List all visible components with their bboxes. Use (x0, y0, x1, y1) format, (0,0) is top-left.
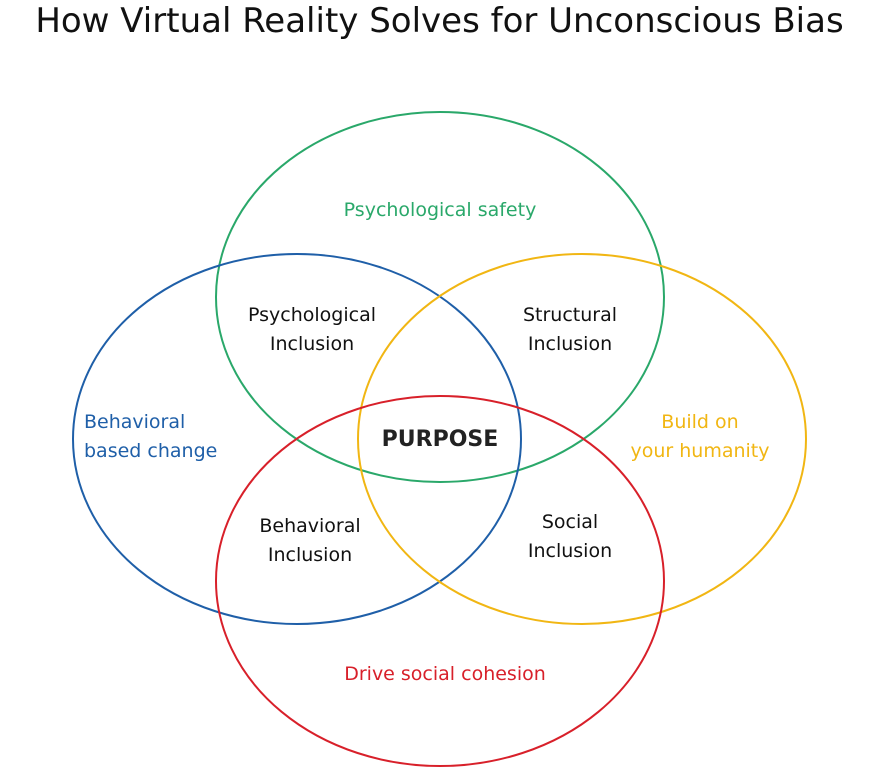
social-inclusion-line1: Social (541, 511, 599, 533)
structural-inclusion-line1: Structural (522, 304, 618, 326)
label-psychological-inclusion: Psychological Inclusion (222, 301, 402, 359)
label-purpose: PURPOSE (340, 425, 540, 454)
label-behavioral-inclusion: Behavioral Inclusion (220, 512, 400, 570)
label-drive-social-cohesion-text: Drive social cohesion (344, 663, 546, 685)
label-build-on-line1: Build on (661, 411, 739, 433)
label-behavioral-based-change: Behavioral based change (84, 408, 244, 466)
psychological-inclusion-line1: Psychological (248, 304, 376, 326)
label-psychological-safety-text: Psychological safety (343, 199, 537, 221)
psychological-inclusion-line2: Inclusion (269, 333, 355, 355)
circle-psychological-safety (215, 111, 665, 483)
diagram-title: How Virtual Reality Solves for Unconscio… (35, 1, 844, 41)
label-build-on-your-humanity: Build on your humanity (620, 408, 780, 466)
label-behavioral-line2: based change (84, 440, 218, 462)
behavioral-inclusion-line1: Behavioral (259, 515, 361, 537)
circle-drive-social-cohesion (215, 395, 665, 767)
label-structural-inclusion: Structural Inclusion (480, 301, 660, 359)
circle-behavioral-based-change (72, 253, 522, 625)
label-social-inclusion: Social Inclusion (480, 508, 660, 566)
label-build-on-line2: your humanity (630, 440, 770, 462)
purpose-text: PURPOSE (381, 427, 499, 452)
label-psychological-safety: Psychological safety (290, 196, 590, 225)
social-inclusion-line2: Inclusion (527, 540, 613, 562)
label-drive-social-cohesion: Drive social cohesion (290, 660, 600, 689)
structural-inclusion-line2: Inclusion (527, 333, 613, 355)
behavioral-inclusion-line2: Inclusion (267, 544, 353, 566)
circle-build-on-your-humanity (357, 253, 807, 625)
label-behavioral-line1: Behavioral (84, 411, 186, 433)
